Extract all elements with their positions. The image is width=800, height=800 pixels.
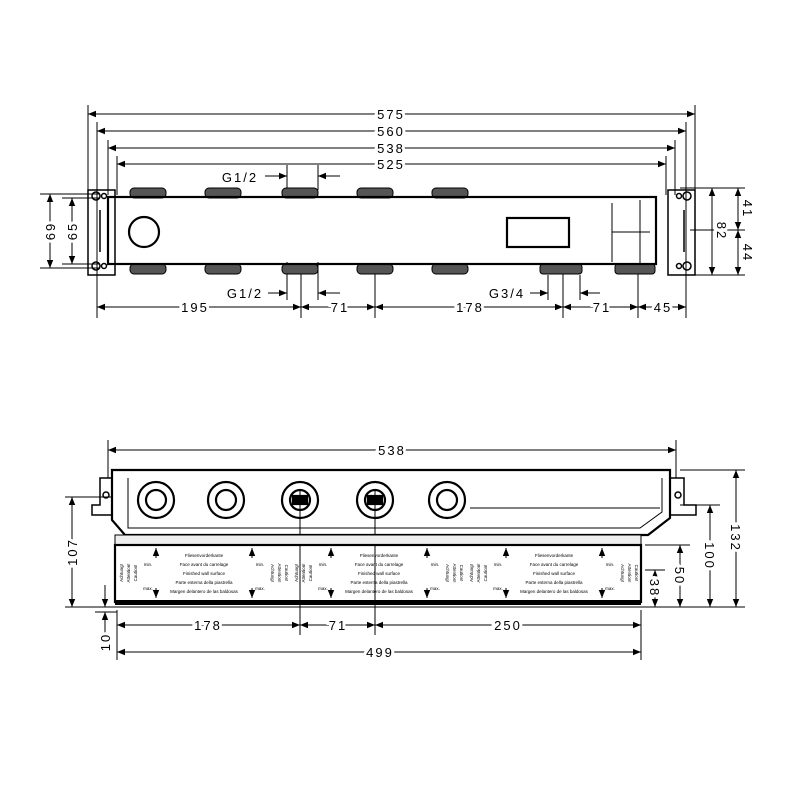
dim-38-front: 38 — [647, 579, 662, 597]
tile-label-max: max. — [143, 586, 153, 591]
tile-label-warning: Attention! — [476, 563, 481, 582]
dim-499-front: 499 — [366, 645, 394, 660]
tile-label-line: Margen delantero de las baldosas — [345, 589, 414, 594]
tile-label-warning: Caution! — [133, 565, 138, 582]
tile-label-line: Fliesenvorderkante — [360, 553, 399, 558]
tile-label-warning: Attention! — [301, 563, 306, 582]
front-brackets — [91, 477, 697, 516]
tile-label-warning: Caution! — [634, 565, 639, 582]
tile-label-max: max. — [318, 586, 328, 591]
tile-label-line: Margen delantero de las baldosas — [170, 589, 239, 594]
front-view-labels: 538 178 71 250 499 107 10 38 50 100 132 — [62, 440, 746, 663]
top-view-labels: 575 560 538 525 G1/2 G1/2 G3/4 195 71 17… — [40, 104, 758, 318]
tile-label-min: min. — [144, 562, 153, 567]
tile-label-warning: Achtung! — [469, 564, 474, 582]
dim-525: 525 — [377, 157, 405, 172]
cartridge-circle — [127, 215, 161, 249]
dimension-lines-front — [68, 446, 740, 656]
tile-label-line: Face avant du carrelage — [355, 562, 404, 567]
dim-71-a: 71 — [331, 300, 349, 315]
tile-label-line: Parte esterna della piastrella — [525, 580, 583, 585]
dimension-lines — [46, 110, 742, 311]
front-ports — [136, 480, 467, 520]
tile-label-warning: Caution! — [308, 565, 313, 582]
dim-538-front: 538 — [378, 443, 406, 458]
dim-132-front: 132 — [728, 524, 743, 552]
tile-label-max: max. — [493, 586, 503, 591]
tile-label-max: max. — [430, 586, 440, 591]
tile-label-line: Finished wall surface — [533, 571, 576, 576]
tile-label-warning: Achtung! — [620, 564, 625, 582]
tile-label-line: Face avant du carrelage — [180, 562, 229, 567]
top-ports — [129, 187, 469, 199]
tile-band-edge — [115, 600, 641, 605]
top-view: 575 560 538 525 G1/2 G1/2 G3/4 195 71 17… — [40, 104, 758, 318]
tile-label-warning: Attention! — [627, 563, 632, 582]
dim-100-front: 100 — [702, 542, 717, 570]
valve-body — [106, 195, 658, 266]
dim-575: 575 — [377, 107, 405, 122]
dim-71-front: 71 — [329, 618, 347, 633]
tile-label-warning: Achtung! — [270, 564, 275, 582]
dim-41: 41 — [740, 200, 755, 218]
dim-82: 82 — [714, 222, 729, 240]
tile-label-line: Fliesenvorderkante — [185, 553, 224, 558]
dim-10-front: 10 — [98, 633, 113, 651]
mounting-brackets — [87, 189, 696, 276]
tile-label-min: min. — [431, 562, 440, 567]
tile-label-min: min. — [494, 562, 503, 567]
dim-44: 44 — [740, 244, 755, 262]
tile-label-line: Face avant du carrelage — [530, 562, 579, 567]
tile-label-min: min. — [256, 562, 265, 567]
tile-label-warning: Caution! — [284, 565, 289, 582]
thread-bottom-right: G3/4 — [489, 286, 525, 301]
tile-label-warning: Attention! — [277, 563, 282, 582]
thread-bottom-left: G1/2 — [227, 286, 263, 301]
tile-label-warning: Caution! — [459, 565, 464, 582]
dim-178: 178 — [456, 300, 484, 315]
tile-label-line: Finished wall surface — [183, 571, 226, 576]
tile-label-line: Fliesenvorderkante — [535, 553, 574, 558]
tile-band-top — [114, 534, 642, 546]
tile-label-warning: Caution! — [483, 565, 488, 582]
bottom-ports — [129, 263, 656, 275]
dim-107-front: 107 — [65, 538, 80, 566]
dim-45: 45 — [654, 300, 672, 315]
tile-label-min: min. — [319, 562, 328, 567]
tile-label-line: Margen delantero de las baldosas — [520, 589, 589, 594]
dim-538: 538 — [377, 141, 405, 156]
dim-178-front: 178 — [194, 618, 222, 633]
dim-560: 560 — [377, 124, 405, 139]
extension-lines-front — [65, 440, 745, 660]
tile-label-warning: Attention! — [452, 563, 457, 582]
tile-label-min: min. — [606, 562, 615, 567]
tile-label-warning: Attention! — [126, 563, 131, 582]
tile-label-max: max. — [605, 586, 615, 591]
tile-label-line: Parte esterna della piastrella — [350, 580, 408, 585]
tile-label-warning: Achtung! — [119, 564, 124, 582]
dim-65: 65 — [65, 222, 80, 240]
dim-250-front: 250 — [494, 618, 522, 633]
front-body — [110, 468, 672, 537]
module-window — [505, 216, 571, 249]
tile-label-line: Parte esterna della piastrella — [175, 580, 233, 585]
thread-top: G1/2 — [222, 170, 258, 185]
dim-50-front: 50 — [672, 567, 687, 585]
dim-71-b: 71 — [593, 300, 611, 315]
tile-label-line: Finished wall surface — [358, 571, 401, 576]
tile-label-warning: Achtung! — [294, 564, 299, 582]
tile-label-max: max. — [255, 586, 265, 591]
dim-69: 69 — [43, 222, 58, 240]
dim-195: 195 — [181, 300, 209, 315]
tile-label-warning: Achtung! — [445, 564, 450, 582]
